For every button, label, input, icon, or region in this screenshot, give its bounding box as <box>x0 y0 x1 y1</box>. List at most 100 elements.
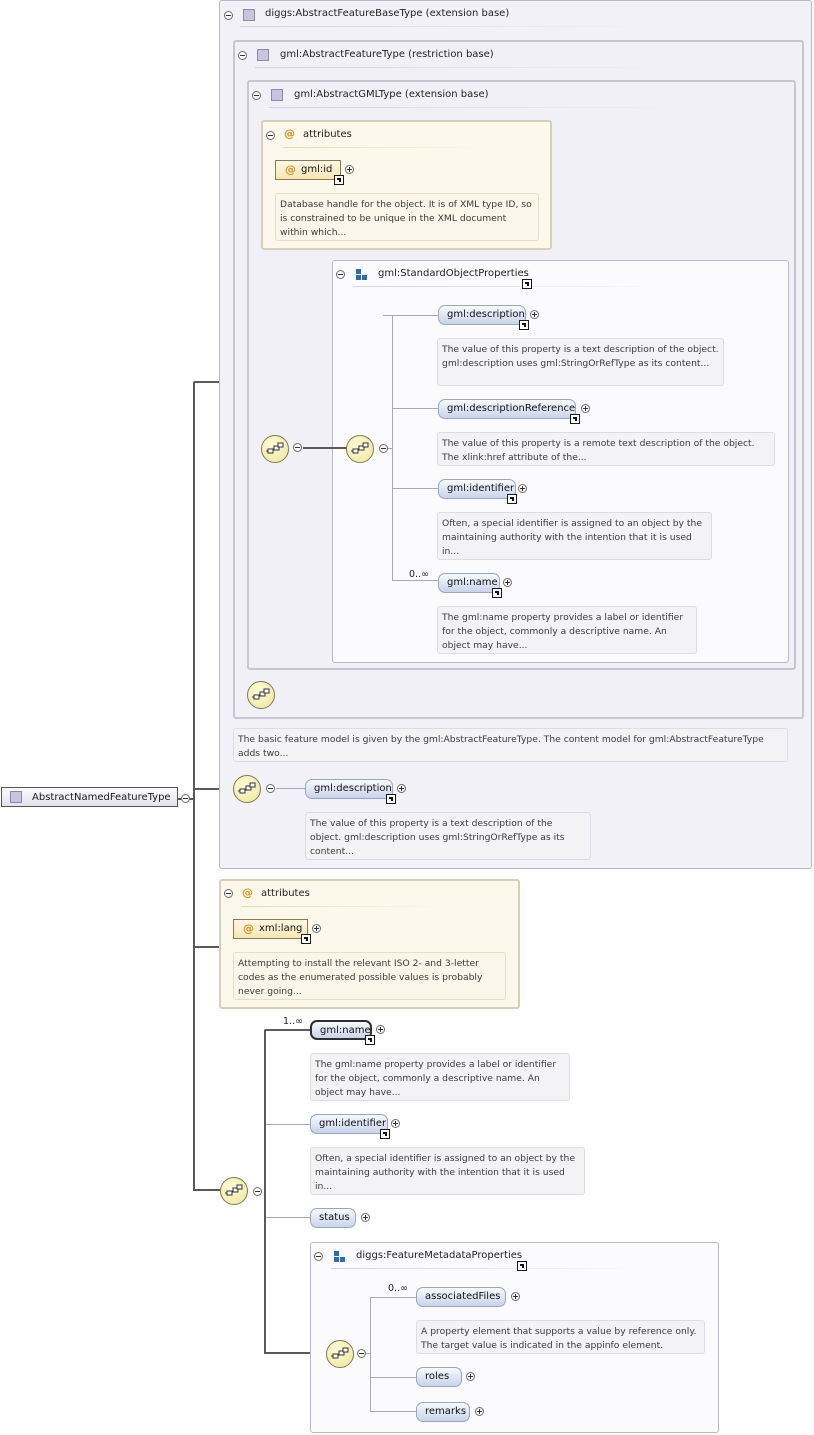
complex-type-icon <box>257 49 269 61</box>
root-type-node[interactable]: AbstractNamedFeatureType <box>1 787 178 807</box>
sop-connector <box>383 315 438 316</box>
sop-connector <box>392 488 438 489</box>
attribute-icon: @ <box>243 922 254 935</box>
main-seq-top <box>264 1029 310 1031</box>
seq-link <box>303 447 347 449</box>
main-gml-name-doc: The gml:name property provides a label o… <box>310 1053 570 1101</box>
expand-icon[interactable] <box>391 1119 400 1128</box>
collapse-icon[interactable] <box>252 91 261 100</box>
element-label: gml:description <box>447 309 525 320</box>
reference-arrow-icon[interactable] <box>386 794 396 804</box>
reference-arrow-icon[interactable] <box>380 1129 390 1139</box>
collapse-icon[interactable] <box>181 794 190 803</box>
gml-identifier-doc: Often, a special identifier is assigned … <box>437 512 712 560</box>
gml-identifier-element[interactable]: gml:identifier <box>438 479 516 499</box>
seq-connector <box>266 1124 310 1125</box>
collapse-icon[interactable] <box>224 889 233 898</box>
reference-arrow-icon[interactable] <box>492 588 502 598</box>
element-label: gml:descriptionReference <box>447 403 576 414</box>
feature-gml-description-doc: The value of this property is a text des… <box>305 812 591 860</box>
collapse-icon[interactable] <box>336 270 345 279</box>
collapse-icon[interactable] <box>379 444 388 453</box>
element-label: associatedFiles <box>425 1291 501 1302</box>
expand-icon[interactable] <box>361 1213 370 1222</box>
gml-name-element[interactable]: gml:name <box>438 573 500 593</box>
collapse-icon[interactable] <box>238 51 247 60</box>
collapse-icon[interactable] <box>266 131 275 140</box>
status-element[interactable]: status <box>310 1208 356 1228</box>
main-seq-bus <box>264 1030 266 1353</box>
main-seq-bottom <box>264 1352 326 1354</box>
sequence-icon[interactable] <box>346 435 374 463</box>
element-label: gml:identifier <box>319 1118 387 1129</box>
feature-gml-description-element[interactable]: gml:description <box>305 779 393 799</box>
root-bus <box>193 382 195 1190</box>
complex-type-icon <box>243 9 255 21</box>
sop-connector <box>392 580 438 581</box>
reference-arrow-icon[interactable] <box>365 1035 375 1045</box>
expand-icon[interactable] <box>511 1292 520 1301</box>
sop-connector <box>392 408 438 409</box>
collapse-icon[interactable] <box>293 443 302 452</box>
standard-object-properties-title: gml:StandardObjectProperties <box>378 268 529 279</box>
sequence-icon[interactable] <box>220 1177 248 1205</box>
roles-element[interactable]: roles <box>416 1367 462 1387</box>
associated-files-element[interactable]: associatedFiles <box>416 1287 506 1307</box>
main-gml-identifier-doc: Often, a special identifier is assigned … <box>310 1147 585 1195</box>
expand-icon[interactable] <box>503 578 512 587</box>
xml-lang-attribute[interactable]: @xml:lang <box>233 919 308 939</box>
expand-icon[interactable] <box>376 1025 385 1034</box>
main-gml-name-element[interactable]: gml:name <box>310 1020 372 1040</box>
attribute-icon: @ <box>285 163 296 176</box>
collapse-icon[interactable] <box>224 11 233 20</box>
reference-arrow-icon[interactable] <box>517 1261 527 1271</box>
associated-files-doc: A property element that supports a value… <box>416 1320 705 1354</box>
sequence-icon[interactable] <box>261 435 289 463</box>
expand-icon[interactable] <box>518 484 527 493</box>
gml-description-element[interactable]: gml:description <box>438 305 526 325</box>
remarks-element[interactable]: remarks <box>416 1402 470 1422</box>
sequence-icon[interactable] <box>326 1340 354 1368</box>
collapse-icon[interactable] <box>266 784 275 793</box>
collapse-icon[interactable] <box>253 1187 262 1196</box>
fmp-connector <box>370 1411 416 1412</box>
reference-arrow-icon[interactable] <box>507 494 517 504</box>
element-label: remarks <box>425 1406 467 1417</box>
collapse-icon[interactable] <box>314 1252 323 1261</box>
element-label: gml:name <box>447 577 498 588</box>
extension-base-title: diggs:AbstractFeatureBaseType (extension… <box>265 8 510 19</box>
reference-arrow-icon[interactable] <box>570 414 580 424</box>
sop-bus <box>392 315 393 580</box>
gml-id-label: gml:id <box>301 164 333 175</box>
gml-description-reference-element[interactable]: gml:descriptionReference <box>438 399 576 419</box>
seq-connector <box>276 788 305 789</box>
element-label: gml:identifier <box>447 483 515 494</box>
reference-arrow-icon[interactable] <box>522 279 532 289</box>
reference-arrow-icon[interactable] <box>301 934 311 944</box>
cardinality-label: 0..∞ <box>409 569 429 580</box>
reference-arrow-icon[interactable] <box>334 175 344 185</box>
collapse-icon[interactable] <box>357 1349 366 1358</box>
abstract-feature-type-doc: The basic feature model is given by the … <box>233 728 788 762</box>
expand-icon[interactable] <box>312 924 321 933</box>
main-gml-identifier-element[interactable]: gml:identifier <box>310 1114 388 1134</box>
bus-to-attrs2 <box>193 946 219 948</box>
expand-icon[interactable] <box>345 165 354 174</box>
expand-icon[interactable] <box>466 1372 475 1381</box>
group-icon <box>334 1251 345 1262</box>
xml-lang-doc: Attempting to install the relevant ISO 2… <box>233 952 506 1000</box>
complex-type-icon <box>271 89 283 101</box>
gml-name-doc: The gml:name property provides a label o… <box>437 606 697 654</box>
expand-icon[interactable] <box>530 310 539 319</box>
sequence-icon[interactable] <box>247 681 275 709</box>
expand-icon[interactable] <box>475 1407 484 1416</box>
fmp-bus <box>370 1297 371 1411</box>
gml-id-doc: Database handle for the object. It is of… <box>275 193 539 241</box>
reference-arrow-icon[interactable] <box>519 320 529 330</box>
expand-icon[interactable] <box>397 784 406 793</box>
attributes-title: attributes <box>261 888 310 899</box>
seq-connector <box>266 1217 310 1218</box>
sequence-icon[interactable] <box>233 775 261 803</box>
expand-icon[interactable] <box>581 404 590 413</box>
gml-id-attribute[interactable]: @ gml:id <box>275 160 341 180</box>
